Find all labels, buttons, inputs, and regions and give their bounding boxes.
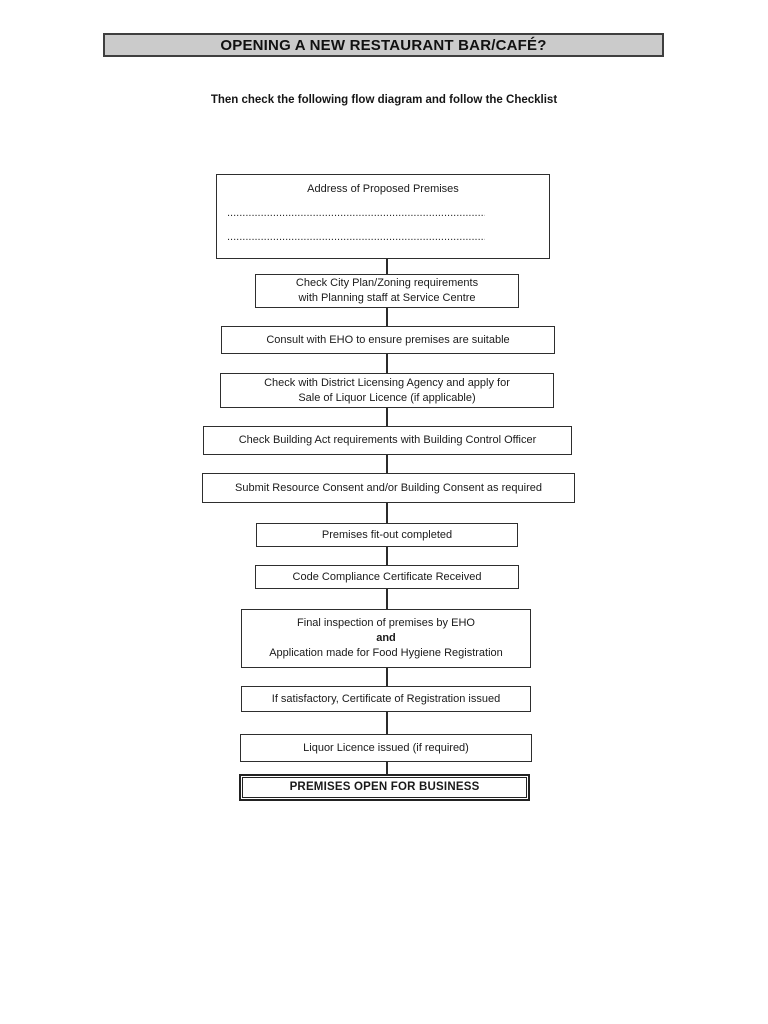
page-subtitle: Then check the following flow diagram an… <box>210 94 558 106</box>
flow-step-liquor-application-box: Check with District Licensing Agency and… <box>220 373 554 408</box>
flow-step-consents-box: Submit Resource Consent and/or Building … <box>202 473 575 503</box>
flow-step-label: Check City Plan/Zoning requirements <box>295 277 479 290</box>
flow-step-label: PREMISES OPEN FOR BUSINESS <box>289 780 480 793</box>
flow-step-registration-issued-box: If satisfactory, Certificate of Registra… <box>241 686 531 712</box>
flow-connector <box>386 354 388 373</box>
flow-connector <box>386 455 388 473</box>
flow-step-building-act-box: Check Building Act requirements with Bui… <box>203 426 572 455</box>
flow-step-label: Sale of Liquor Licence (if applicable) <box>298 391 476 404</box>
flow-step-label: Submit Resource Consent and/or Building … <box>235 481 542 494</box>
flow-step-fit-out-box: Premises fit-out completed <box>256 523 518 547</box>
flow-step-open-for-business-box: PREMISES OPEN FOR BUSINESS <box>239 774 530 801</box>
flow-connector <box>386 408 388 426</box>
flow-connector <box>386 668 388 686</box>
page-title: OPENING A NEW RESTAURANT BAR/CAFÉ? <box>220 36 547 54</box>
address-fill-in-line: ........................................… <box>227 232 485 243</box>
flow-step-label: Check with District Licensing Agency and… <box>264 376 510 389</box>
title-bar: OPENING A NEW RESTAURANT BAR/CAFÉ? <box>103 33 664 57</box>
flow-step-label: Liquor Licence issued (if required) <box>303 741 469 754</box>
flow-step-label: Application made for Food Hygiene Regist… <box>269 646 503 659</box>
open-for-business-inner-frame: PREMISES OPEN FOR BUSINESS <box>242 777 527 798</box>
flow-connector <box>386 308 388 326</box>
address-fill-in-line: ........................................… <box>227 208 485 219</box>
flow-step-label: with Planning staff at Service Centre <box>298 292 476 304</box>
flow-step-label: Final inspection of premises by EHO <box>297 617 475 630</box>
flow-connector <box>386 589 388 609</box>
flow-step-label: Check Building Act requirements with Bui… <box>238 434 537 447</box>
flow-connector <box>386 503 388 523</box>
flow-connector <box>386 259 388 274</box>
flow-step-label: Code Compliance Certificate Received <box>292 570 482 583</box>
flow-step-liquor-issued-box: Liquor Licence issued (if required) <box>240 734 532 762</box>
flow-step-eho-consult-box: Consult with EHO to ensure premises are … <box>221 326 555 354</box>
flow-connector <box>386 547 388 565</box>
flow-connector <box>386 712 388 734</box>
flow-step-label: Address of Proposed Premises <box>307 183 459 195</box>
flow-step-final-inspection-box: Final inspection of premises by EHO and … <box>241 609 531 668</box>
flow-step-label: If satisfactory, Certificate of Registra… <box>271 692 501 705</box>
flow-step-label: Premises fit-out completed <box>321 528 453 541</box>
flow-step-zoning-box: Check City Plan/Zoning requirements with… <box>255 274 519 308</box>
flow-step-label: and <box>376 632 396 645</box>
flow-connector <box>386 762 388 774</box>
flow-step-label: Consult with EHO to ensure premises are … <box>266 333 510 346</box>
flow-step-address-box: Address of Proposed Premises ...........… <box>216 174 550 259</box>
flow-step-code-compliance-box: Code Compliance Certificate Received <box>255 565 519 589</box>
